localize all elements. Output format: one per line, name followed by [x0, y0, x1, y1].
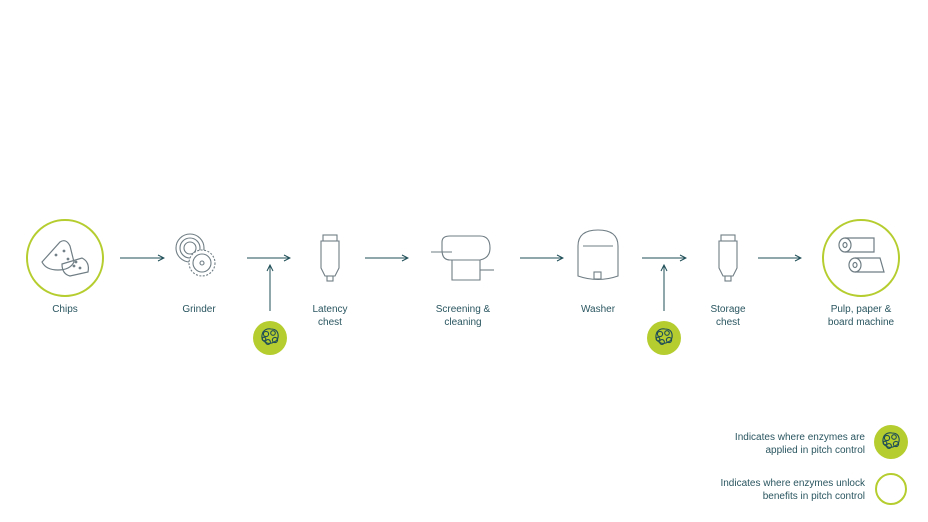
step-label-latency-chest: Latency chest — [312, 304, 348, 328]
legend-benefits-text: Indicates where enzymes unlock benefits … — [720, 478, 865, 502]
pulp-paper-machine-step-icon — [822, 219, 900, 297]
legend-benefits-ring-icon — [875, 473, 907, 505]
enzyme-molecule-icon — [873, 424, 909, 460]
legend-applied-icon — [873, 424, 909, 460]
step-label-pulp-paper-board-machine: Pulp, paper & board machine — [827, 304, 895, 328]
step-label-storage-chest: Storage chest — [710, 304, 746, 328]
step-label-chips: Chips — [52, 304, 78, 315]
step-label-screening-cleaning: Screening & cleaning — [435, 304, 491, 328]
wood-chips-icon — [41, 240, 89, 277]
step-label-grinder: Grinder — [182, 304, 216, 315]
screening-machine-icon — [431, 235, 494, 281]
chest-tank-icon — [718, 234, 738, 282]
chest-tank-icon — [320, 234, 340, 282]
grinder-icon — [175, 233, 216, 277]
legend-applied-text: Indicates where enzymes are applied in p… — [734, 432, 865, 456]
chips-step-icon — [26, 219, 104, 297]
paper-rolls-icon — [838, 237, 885, 273]
flow-arrows — [120, 258, 801, 311]
step-label-washer: Washer — [580, 304, 616, 315]
washer-icon — [577, 229, 619, 281]
